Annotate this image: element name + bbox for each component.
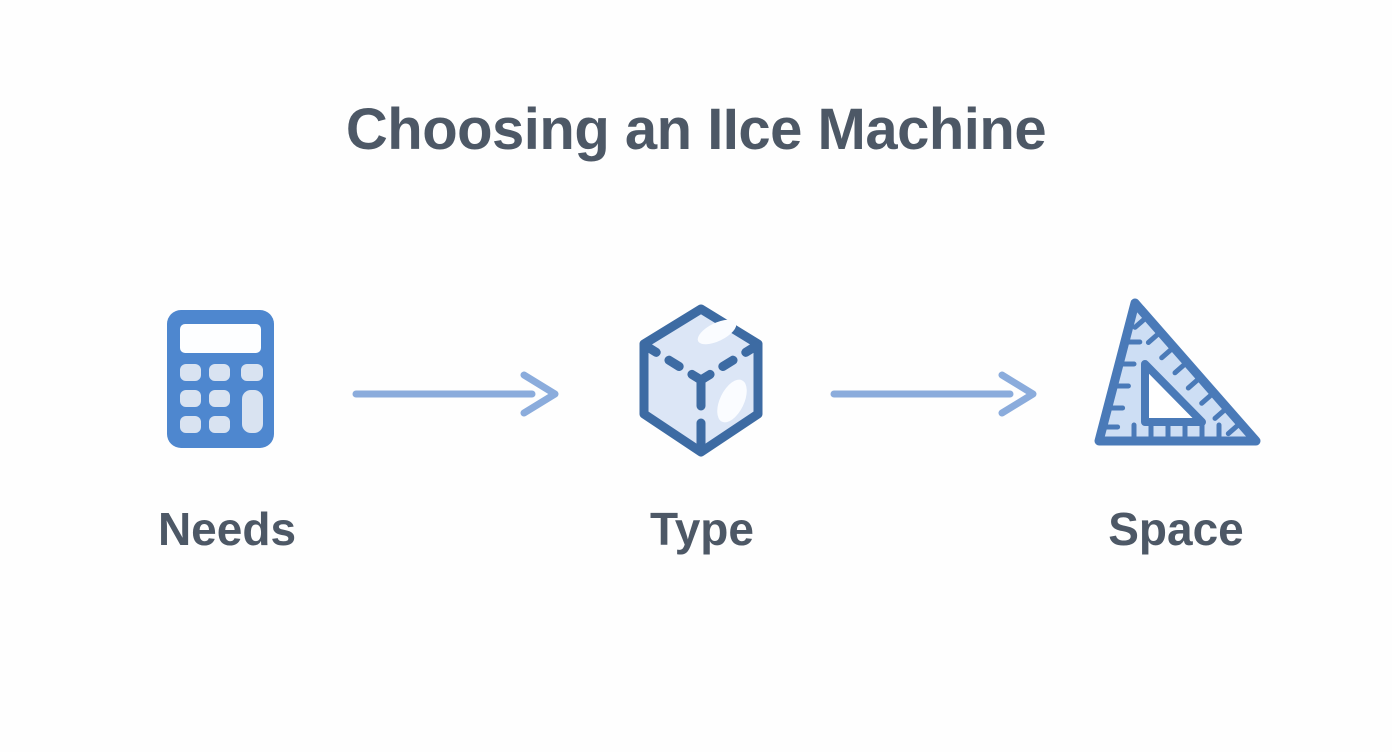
step-space [1088,294,1266,457]
ice-cube-icon [639,304,763,457]
arrow-type-to-space [828,370,1040,423]
set-square-ruler-icon [1094,298,1261,446]
calculator-icon [167,310,274,448]
right-arrow-icon [352,371,559,417]
step-label-type: Type [650,503,754,555]
right-arrow-icon [830,371,1037,417]
page-title: Choosing an IIce Machine [345,97,1047,162]
step-needs [163,306,278,457]
step-label-needs: Needs [157,503,297,555]
step-label-space: Space [1108,503,1244,555]
arrow-needs-to-type [350,370,562,423]
step-type [630,300,772,473]
